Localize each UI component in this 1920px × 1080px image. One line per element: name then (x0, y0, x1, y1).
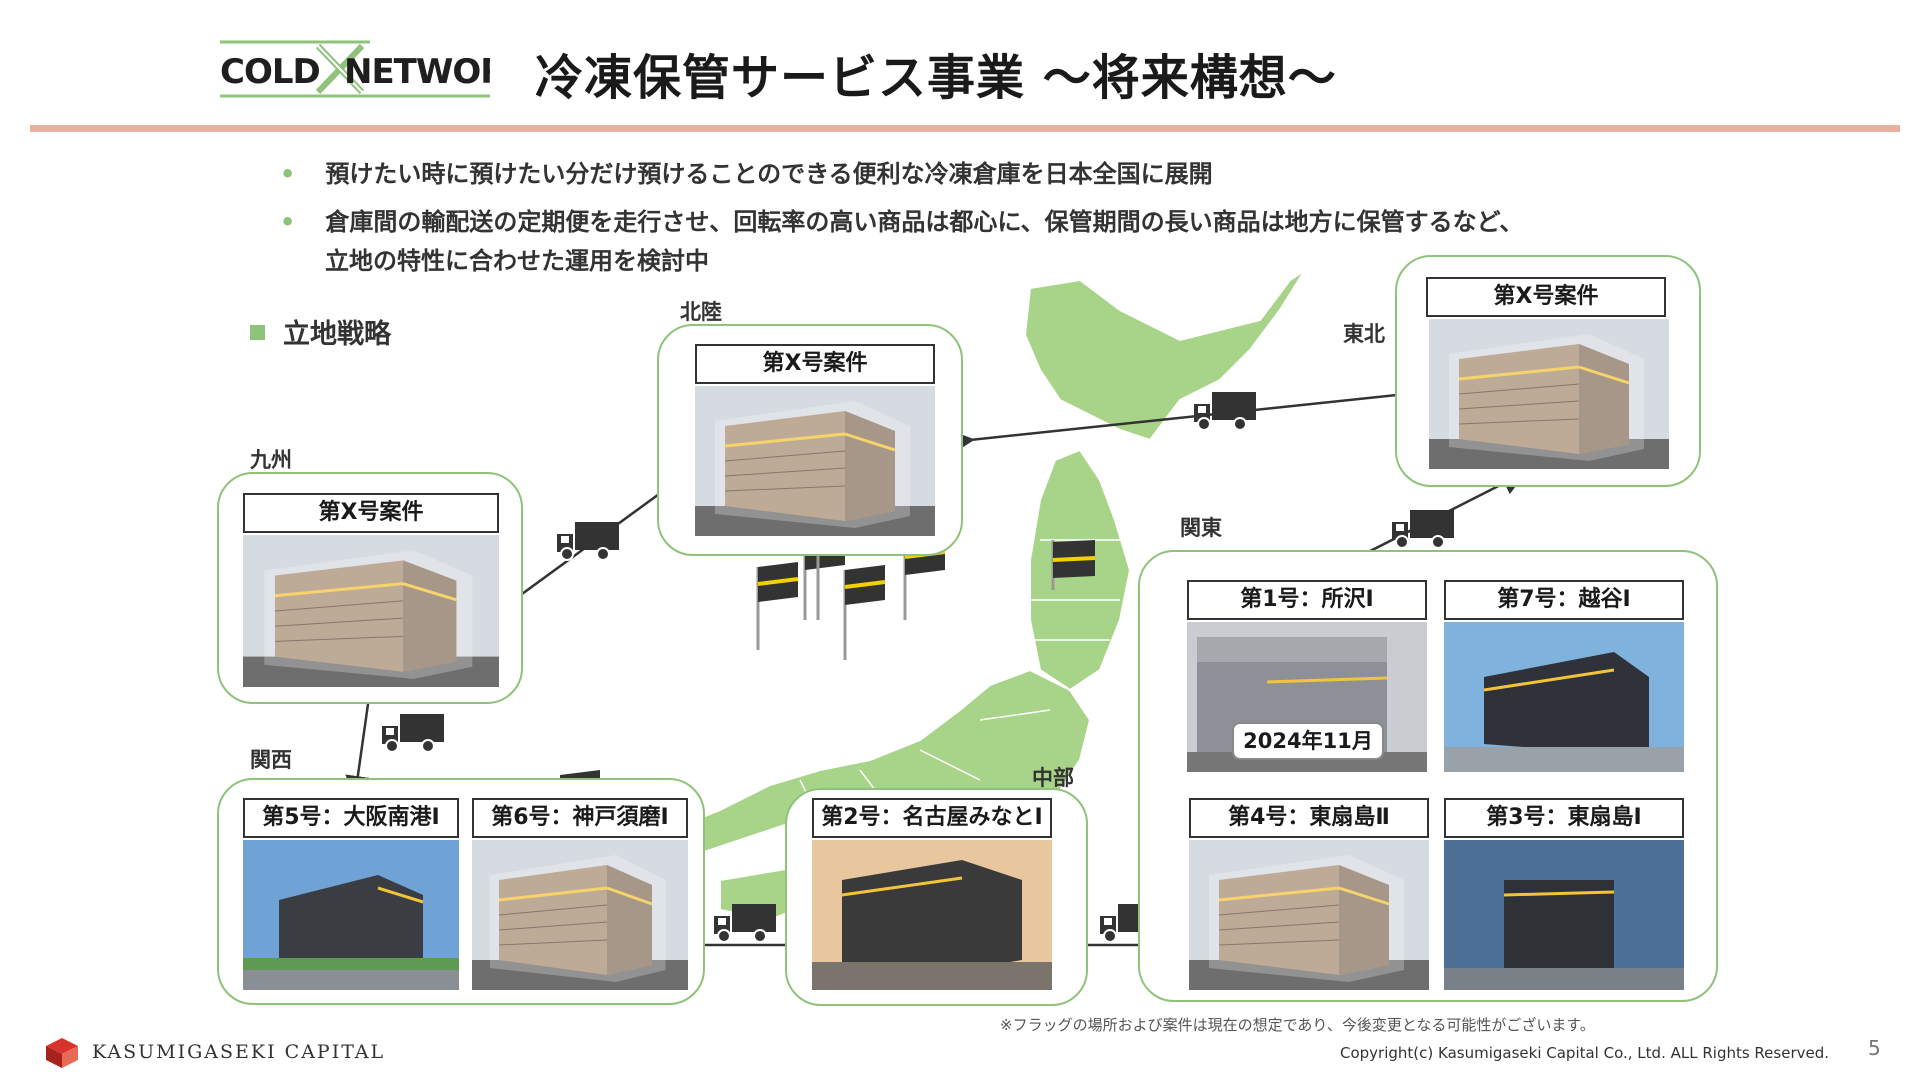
bullet-2: •倉庫間の輸配送の定期便を走行させ、回転率の高い商品は都心に、保管期間の長い商品… (280, 208, 1524, 236)
truck-icon (1194, 392, 1256, 431)
footnote: ※フラッグの場所および案件は現在の想定であり、今後変更となる可能性がございます。 (1000, 1016, 1595, 1034)
region-label-kansai: 関西 (250, 748, 292, 772)
bullet-1: •預けたい時に預けたい分だけ預けることのできる便利な冷凍倉庫を日本全国に展開 (280, 160, 1213, 188)
project-label-kobe-suma: 第6号：神戸須磨Ⅰ (472, 798, 688, 838)
warehouse-photo (1444, 840, 1684, 990)
project-label-tokorozawa: 第1号：所沢Ⅰ (1187, 580, 1427, 620)
warehouse-photo (695, 386, 935, 536)
project-label-higashiogishima-1: 第3号：東扇島Ⅰ (1444, 798, 1684, 838)
copyright: Copyright(c) Kasumigaseki Capital Co., L… (1340, 1044, 1830, 1062)
flag-icon (843, 565, 886, 660)
warehouse-photo (1189, 840, 1429, 990)
project-label-nagoya-minato: 第2号：名古屋みなとⅠ (812, 798, 1052, 838)
logo-text-left: COLD (220, 52, 320, 92)
bullet-marker: • (280, 208, 296, 236)
project-label-osaka-nanko: 第5号：大阪南港Ⅰ (243, 798, 459, 838)
section-title: 立地戦略 (250, 312, 391, 351)
warehouse-photo (1429, 319, 1669, 469)
header-divider (30, 125, 1900, 132)
region-label-kanto: 関東 (1180, 516, 1222, 540)
warehouse-photo (243, 840, 459, 990)
project-label-koshigaya: 第7号：越谷Ⅰ (1444, 580, 1684, 620)
truck-icon (714, 904, 776, 943)
region-label-tohoku: 東北 (1343, 322, 1385, 346)
company-name: KASUMIGASEKI CAPITAL (92, 1041, 386, 1063)
truck-icon (1392, 510, 1454, 549)
project-label-tohoku: 第X号案件 (1426, 277, 1666, 317)
warehouse-photo (1444, 622, 1684, 772)
project-label-hokuriku: 第X号案件 (695, 344, 935, 384)
warehouse-photo (243, 535, 499, 687)
region-label-chubu: 中部 (1032, 766, 1074, 790)
warehouse-photo (472, 840, 688, 990)
bullet-marker: • (280, 160, 296, 188)
project-label-kyushu: 第X号案件 (243, 493, 499, 533)
region-label-kyushu: 九州 (250, 448, 292, 472)
flag-icon (756, 562, 799, 650)
square-bullet-icon (250, 325, 265, 340)
project-label-higashiogishima-2: 第4号：東扇島Ⅱ (1189, 798, 1429, 838)
page-title: 冷凍保管サービス事業 〜将来構想〜 (535, 50, 1337, 106)
opening-date-badge: 2024年11月 (1232, 722, 1384, 760)
warehouse-photo (812, 840, 1052, 990)
truck-icon (557, 522, 619, 561)
bullet-2-cont: 立地の特性に合わせた運用を検討中 (325, 247, 709, 275)
flag-icon (1051, 540, 1096, 590)
region-label-hokuriku: 北陸 (680, 300, 722, 324)
page-number: 5 (1868, 1036, 1881, 1060)
truck-icon (382, 714, 444, 753)
kasumigaseki-logo-icon (46, 1038, 78, 1068)
